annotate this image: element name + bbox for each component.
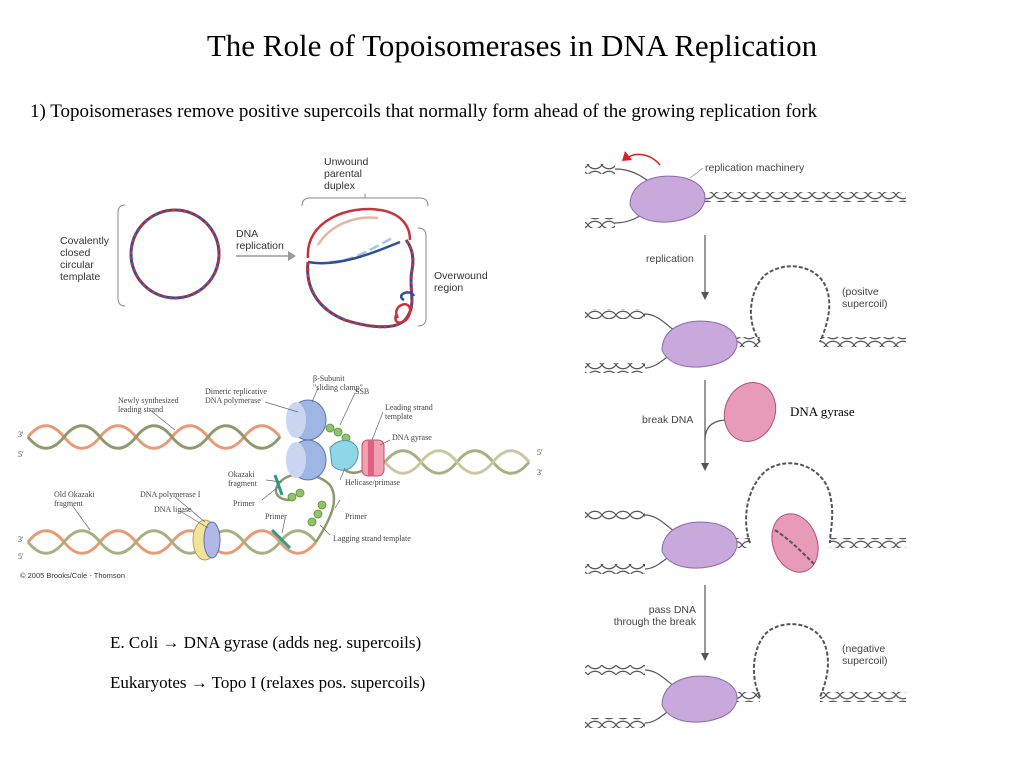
break-dna-label: break DNA <box>642 414 694 426</box>
end-label-5c: 5' <box>537 448 543 457</box>
beta-subunit-label: β-Subunit"sliding clamp" <box>313 374 363 392</box>
primer-label-3: Primer <box>345 512 367 521</box>
unwound-duplex-label: Unwound parental duplex <box>324 156 369 192</box>
end-label-3b: 3' <box>18 535 24 544</box>
page-subtitle: 1) Topoisomerases remove positive superc… <box>30 101 818 122</box>
copyright-text: © 2005 Brooks/Cole - Thomson <box>20 571 126 580</box>
pol1-label: DNA polymerase I <box>140 490 201 499</box>
end-label-5a: 5' <box>18 450 24 459</box>
ecoli-note: E. Coli → DNA gyrase (adds neg. supercoi… <box>110 633 422 652</box>
primer-label-1: Primer <box>233 499 255 508</box>
lagging-template-label: Lagging strand template <box>333 534 411 543</box>
primer-label-2: Primer <box>265 512 287 521</box>
end-label-3c: 3' <box>537 468 543 477</box>
ssb-label: SSB <box>355 387 370 396</box>
dna-replication-label: DNA replication <box>236 228 284 252</box>
ligase-label: DNA ligase <box>154 505 192 514</box>
gyrase-step-rows <box>585 151 906 728</box>
template-label: Covalently closed circular template <box>60 235 110 283</box>
replication-machinery-label: replication machinery <box>705 162 805 174</box>
overwound-region-label: Overwound region <box>434 270 488 294</box>
replication-step-label: replication <box>646 253 694 265</box>
end-label-3a: 3' <box>18 430 24 439</box>
helicase-label: Helicase/primase <box>345 478 401 487</box>
eukaryotes-note: Eukaryotes → Topo I (relaxes pos. superc… <box>110 673 426 692</box>
end-label-5b: 5' <box>18 552 24 561</box>
dna-gyrase-label: DNA gyrase <box>790 404 855 419</box>
dna-gyrase-fork-label: DNA gyrase <box>392 433 432 442</box>
page-title: The Role of Topoisomerases in DNA Replic… <box>206 28 818 63</box>
